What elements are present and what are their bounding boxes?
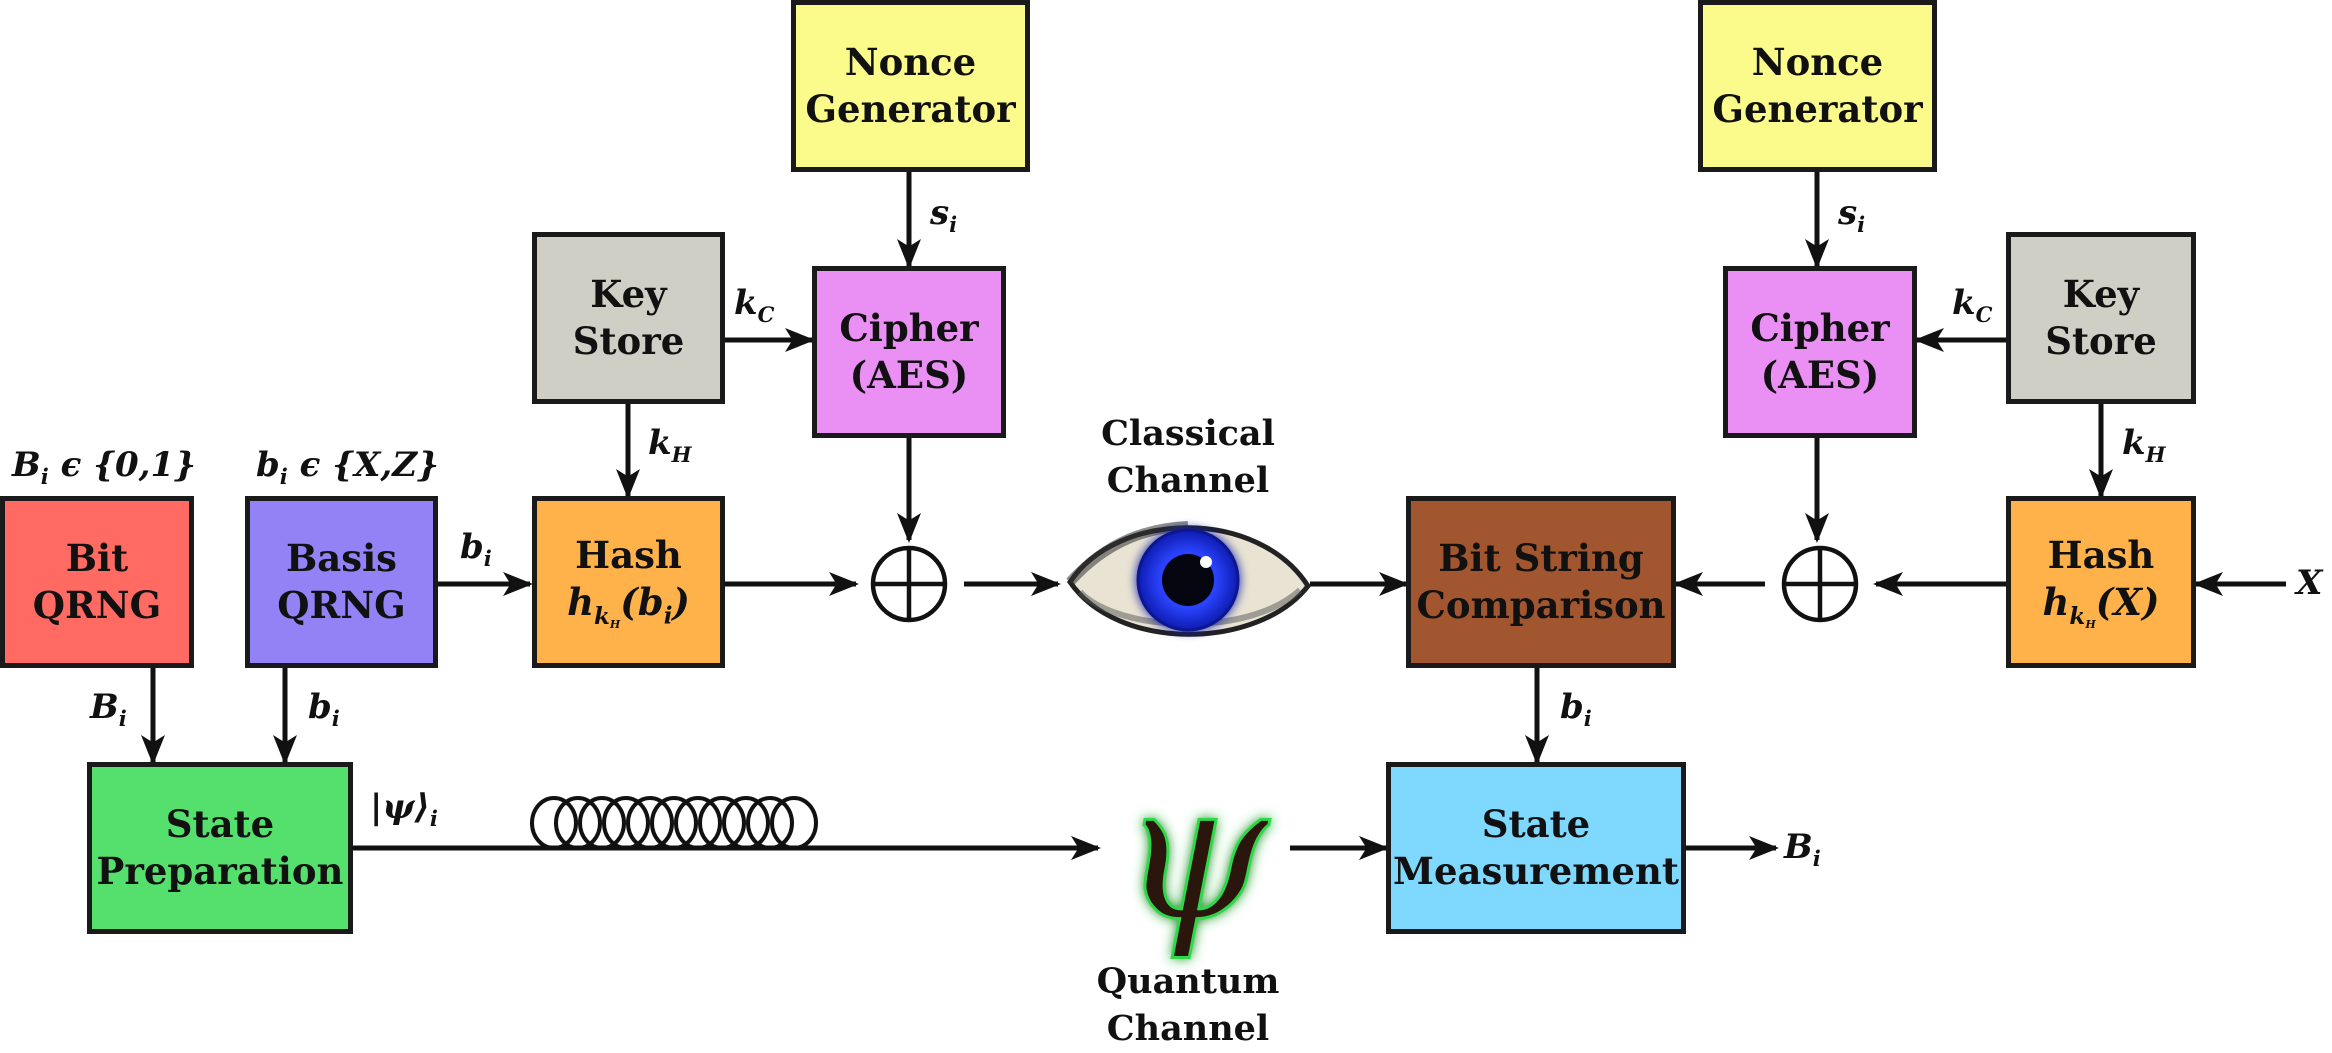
nonce-line2: Generator — [1712, 87, 1923, 131]
statemeas-line2: Measurement — [1393, 849, 1679, 893]
coil-loop — [698, 796, 746, 850]
coil-loop — [746, 796, 794, 850]
label-B-bit-to-stateprep: Bi — [90, 687, 127, 731]
bitstring-line2: Comparison — [1416, 583, 1666, 627]
coil-loop — [530, 796, 578, 850]
coil-loop — [674, 796, 722, 850]
nonce-line1: Nonce — [844, 40, 977, 85]
coil-loop — [602, 796, 650, 850]
label-B-set: Bi ϵ {0,1} — [12, 445, 197, 489]
cipher-aes-alice: Cipher(AES) — [812, 266, 1006, 438]
label-B-output: Bi — [1784, 827, 1821, 871]
stateprep-line2: Preparation — [96, 849, 344, 893]
label-b-basis-to-stateprep: bi — [308, 687, 340, 731]
label-s-alice: si — [930, 193, 958, 237]
coil-loop — [650, 796, 698, 850]
hash-alice: Hash hkH(bi) — [532, 496, 725, 668]
statemeas-line1: State — [1481, 802, 1591, 847]
cipher-line1: Cipher — [839, 306, 979, 351]
basis-qrng-line1: Basis — [286, 536, 397, 581]
label-kh-bob: kH — [2122, 423, 2166, 467]
keystore-line1: Key — [590, 272, 667, 317]
label-b-set: bi ϵ {X,Z} — [256, 445, 439, 489]
bit-qrng-line1: Bit — [65, 536, 129, 581]
xor-symbol-bob — [1781, 545, 1859, 623]
nonce-line1: Nonce — [1751, 40, 1884, 85]
eye-icon — [1066, 521, 1312, 637]
hash-function: hkH(bi) — [567, 580, 690, 631]
label-kc-bob: kC — [1952, 283, 1993, 327]
label-kh-alice: kH — [648, 423, 692, 467]
hash-function: hkH(X) — [2042, 580, 2160, 631]
label-s-bob: si — [1838, 193, 1866, 237]
label-ket-psi: |ψ⟩i — [370, 787, 438, 831]
hash-title: Hash — [575, 533, 682, 578]
stateprep-line1: State — [165, 802, 275, 847]
nonce-line2: Generator — [805, 87, 1016, 131]
keystore-line1: Key — [2062, 272, 2140, 317]
label-b-basis-to-hash: bi — [460, 527, 492, 571]
label-b-comparison: bi — [1560, 687, 1592, 731]
bitstring-line1: Bit String — [1438, 536, 1644, 581]
coil-loop — [626, 796, 674, 850]
quantum-coil — [530, 796, 818, 850]
cipher-aes-bob: Cipher(AES) — [1723, 266, 1917, 438]
keystore-line2: Store — [572, 319, 685, 363]
keystore-line2: Store — [2045, 319, 2157, 363]
bit-qrng-line2: QRNG — [32, 583, 162, 627]
cipher-line1: Cipher — [1750, 306, 1890, 351]
cipher-line2: (AES) — [849, 353, 969, 397]
label-X-input: X — [2296, 563, 2323, 603]
coil-loop — [578, 796, 626, 850]
coil-loop — [554, 796, 602, 850]
coil-loop — [722, 796, 770, 850]
cipher-line2: (AES) — [1760, 353, 1880, 397]
hash-title: Hash — [2047, 533, 2155, 578]
basis-qrng-line2: QRNG — [277, 583, 406, 627]
psi-symbol: ψ — [1120, 742, 1271, 963]
hash-bob: Hash hkH(X) — [2006, 496, 2196, 668]
label-kc-alice: kC — [734, 283, 775, 327]
coil-loop — [770, 796, 818, 850]
xor-symbol-alice — [870, 545, 948, 623]
